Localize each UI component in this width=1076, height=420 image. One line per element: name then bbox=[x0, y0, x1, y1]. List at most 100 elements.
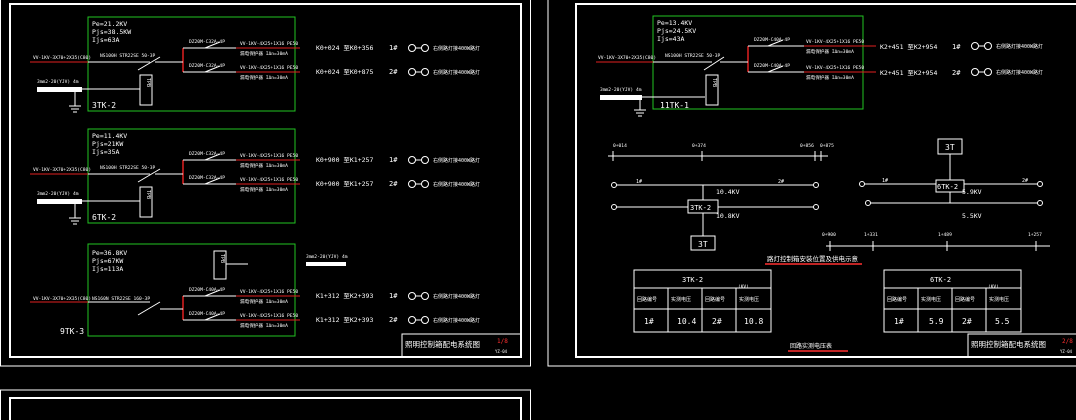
feeder-2-number: 2# bbox=[389, 180, 398, 188]
rcd-2-label: 漏电保护器 IΔn=30mA bbox=[240, 186, 288, 193]
main-breaker-switch bbox=[137, 56, 161, 71]
main-breaker-label: NS100H STR22SE 50-3P bbox=[665, 53, 721, 59]
sheet-title: 照明控制箱配电系统图 bbox=[971, 339, 1046, 349]
sheet-number: 2/8 bbox=[1062, 338, 1073, 345]
main-breaker-switch bbox=[137, 301, 161, 316]
lamp-symbol-icon bbox=[421, 156, 429, 164]
feeder-2-label: K0+024 至K0+875 bbox=[316, 68, 373, 76]
lamp-symbol-icon bbox=[421, 44, 429, 52]
feeder-1-destination: 右侧路灯接400W路灯 bbox=[433, 293, 480, 300]
line-end-icon bbox=[865, 200, 871, 206]
main-breaker-label: NS100H STR22SE 50-3P bbox=[100, 53, 156, 59]
drawing-code: YZ-04 bbox=[1060, 349, 1073, 354]
branch-switch-2 bbox=[767, 65, 784, 73]
table-header: 回路编号 bbox=[705, 296, 725, 303]
feeder-1-label: K2+451 至K2+954 bbox=[880, 43, 937, 51]
table-cell: 5.5 bbox=[995, 317, 1010, 326]
lamp-symbol-icon bbox=[408, 44, 416, 52]
lamp-symbol-icon bbox=[421, 316, 429, 324]
scale-label: 0+856 bbox=[800, 143, 814, 149]
panel-box bbox=[87, 243, 296, 337]
table-cell: 10.8 bbox=[744, 317, 763, 326]
cabinet-label: TPB bbox=[711, 78, 717, 87]
incoming-cable-label: VV-1KV-3X70+2X35(C80) bbox=[598, 55, 656, 61]
table-header: 回路编号 bbox=[887, 296, 907, 303]
lamp-symbol-icon bbox=[421, 292, 429, 300]
scale-label: 0+014 bbox=[613, 143, 627, 149]
branch-breaker-2-label: DZ20M-C32A-4P bbox=[189, 63, 225, 69]
line-end-icon bbox=[611, 204, 617, 210]
panel-param-pjs: Pjs=67KW bbox=[92, 257, 123, 265]
location-caption: 路灯控制箱安装位置及供电示意 bbox=[767, 254, 859, 263]
left-sheet-inner-frame bbox=[9, 3, 522, 358]
incoming-cable-label: VV-1KV-3X70+2X35(C80) bbox=[33, 55, 91, 61]
node-box-label: 6TK-2 bbox=[937, 183, 958, 191]
rcd-1-label: 漏电保护器 IΔn=30mA bbox=[240, 298, 288, 305]
feeder-1-destination: 右侧路灯接400W路灯 bbox=[433, 45, 480, 52]
voltage-2-label: 10.8KV bbox=[716, 212, 740, 220]
table-unit: (KV) bbox=[988, 284, 999, 290]
main-breaker-label: NS160N STR22SE 160-3P bbox=[92, 296, 150, 302]
panel-3tk-2: Pe=21.2KV Pjs=38.5KW Ijs=63A VV-1KV-3X70… bbox=[30, 16, 480, 113]
feeder-2-destination: 右侧路灯接400W路灯 bbox=[433, 69, 480, 76]
table-unit: (KV) bbox=[738, 284, 749, 290]
branch-breaker-2-label: DZ20M-C40A-4P bbox=[754, 63, 790, 69]
lamp-symbol-icon bbox=[408, 292, 416, 300]
panel-11tk-1: Pe=13.4KV Pjs=24.5KV Ijs=43A VV-1KV-3X70… bbox=[596, 15, 1043, 117]
node-box-label: 3TK-2 bbox=[690, 204, 711, 212]
feeder-1-label: K0+900 至K1+257 bbox=[316, 156, 373, 164]
bottom-sheet-outer-frame bbox=[0, 389, 531, 420]
branch-switch-1 bbox=[204, 153, 221, 161]
branch-breaker-2-label: DZ20M-C40A-4P bbox=[189, 311, 225, 317]
table-cell: 5.9 bbox=[929, 317, 944, 326]
panel-param-ijs: Ijs=35A bbox=[92, 148, 119, 156]
line-2-label: 2# bbox=[1022, 178, 1028, 184]
title-block bbox=[401, 333, 522, 358]
branch-cable-2-label: VV-1KV-4X25+1X16 PE50 bbox=[240, 177, 298, 183]
right-sheet: Pe=13.4KV Pjs=24.5KV Ijs=43A VV-1KV-3X70… bbox=[547, 0, 1076, 367]
right-sheet-outer-frame bbox=[547, 0, 1076, 367]
meter-bar bbox=[37, 87, 82, 92]
incoming-cable-label: VV-1KV-3X70+2X35(C80) bbox=[33, 296, 91, 302]
line-end-icon bbox=[813, 204, 819, 210]
panel-9tk-3: Pe=36.8KV Pjs=67KW Ijs=113A TPB 3mm2-20(… bbox=[30, 243, 480, 337]
table-header: 回路编号 bbox=[637, 296, 657, 303]
branch-switch-2 bbox=[204, 177, 221, 185]
feeder-2-destination: 右侧路灯接400W路灯 bbox=[996, 69, 1043, 76]
feeder-2-label: K0+900 至K1+257 bbox=[316, 180, 373, 188]
main-breaker-label: NS100H STR22SE 50-3P bbox=[100, 165, 156, 171]
feeder-2-destination: 右侧路灯接400W路灯 bbox=[433, 317, 480, 324]
panel-param-pe: Pe=36.8KV bbox=[92, 249, 127, 257]
feeder-2-number: 2# bbox=[389, 316, 398, 324]
node-3tk-2: 3TK-2 1# 2# 10.4KV 10.8KV 3T bbox=[611, 179, 819, 251]
scale-label: 1+489 bbox=[938, 232, 952, 238]
voltage-2-label: 5.5KV bbox=[962, 212, 982, 220]
lamp-symbol-icon bbox=[408, 156, 416, 164]
bottom-sheet-partial bbox=[0, 389, 531, 420]
bottom-sheet-inner-frame bbox=[9, 397, 522, 420]
branch-cable-1-label: VV-1KV-4X25+1X16 PE50 bbox=[240, 153, 298, 159]
panel-label: 9TK-3 bbox=[60, 327, 84, 336]
table-cell: 1# bbox=[894, 317, 904, 326]
table-title: 3TK-2 bbox=[682, 276, 703, 284]
cabinet-box bbox=[139, 74, 153, 106]
table-title: 6TK-2 bbox=[930, 276, 951, 284]
scale-label: 0+374 bbox=[692, 143, 706, 149]
branch-breaker-1-label: DZ20M-C40A-4P bbox=[754, 37, 790, 43]
panel-param-pjs: Pjs=38.5KW bbox=[92, 28, 131, 36]
line-1-label: 1# bbox=[882, 178, 888, 184]
table-header: 实测电压 bbox=[671, 296, 691, 303]
branch-switch-1 bbox=[204, 289, 221, 297]
feeder-1-number: 1# bbox=[952, 43, 961, 51]
meter-bar bbox=[306, 262, 346, 266]
panel-label: 3TK-2 bbox=[92, 101, 116, 110]
rcd-2-label: 漏电保护器 IΔn=30mA bbox=[240, 322, 288, 329]
transformer-label: 3T bbox=[945, 143, 955, 152]
feeder-2-label: K1+312 至K2+393 bbox=[316, 316, 373, 324]
table-cell: 2# bbox=[712, 317, 722, 326]
voltage-table-6tk-2: 6TK-2 (KV) 回路编号 实测电压 回路编号 实测电压 1# 5.9 2#… bbox=[883, 269, 1022, 333]
line-end-icon bbox=[1037, 181, 1043, 187]
meter-label: 3mm2-20(YJV) 4m bbox=[306, 254, 348, 260]
line-end-icon bbox=[1037, 200, 1043, 206]
